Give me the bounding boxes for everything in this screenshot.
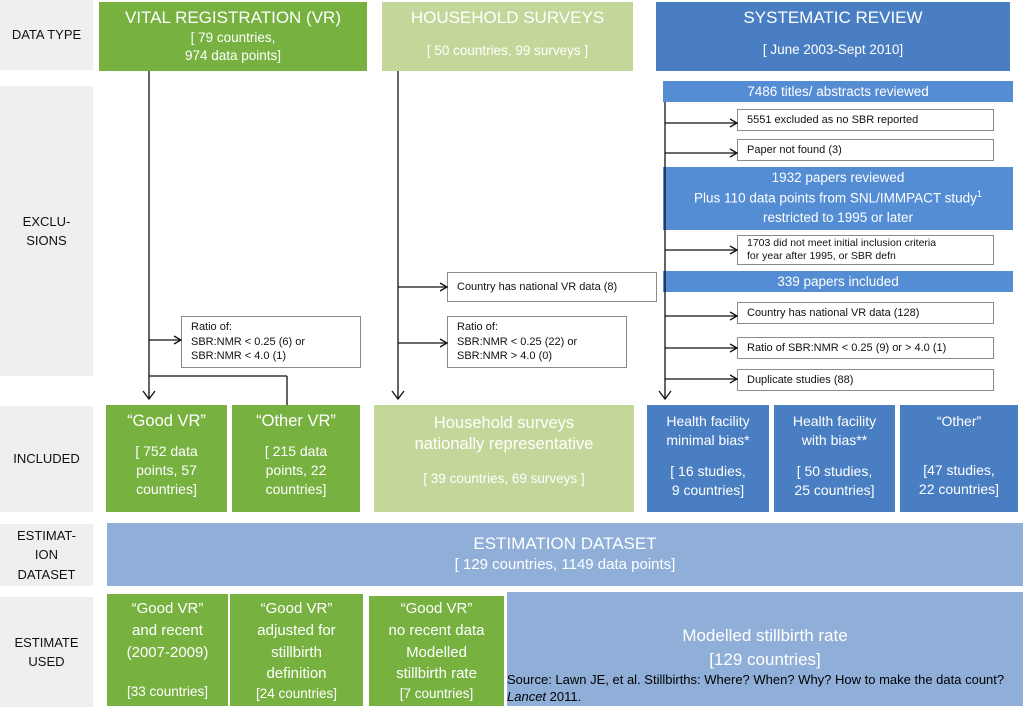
sr-duplicates: Duplicate studies (88) (737, 369, 994, 391)
included-hf-bias-detail: [ 50 studies, 25 countries] (794, 462, 875, 498)
hs-ratio: Ratio of: SBR:NMR < 0.25 (22) or SBR:NMR… (447, 316, 627, 368)
source-journal: Lancet (507, 688, 547, 704)
hs-national-vr: Country has national VR data (8) (447, 272, 657, 302)
included-other-title: “Other” (936, 413, 982, 429)
source-citation: Source: Lawn JE, et al. Stillbirths: Whe… (507, 672, 1017, 706)
sr-papers-included: 339 papers included (663, 271, 1013, 292)
sr-papers-reviewed: 1932 papers reviewed Plus 110 data point… (663, 167, 1013, 230)
header-sr-detail: [ June 2003-Sept 2010] (762, 42, 904, 58)
included-hf-minimal-bias: Health facility minimal bias* [ 16 studi… (647, 405, 769, 512)
sr-down-arrow-icon (658, 390, 672, 401)
included-other-detail: [47 studies, 22 countries] (918, 461, 1000, 497)
included-other-vr-detail: [ 215 data points, 22 countries] (264, 443, 328, 498)
estimation-dataset: ESTIMATION DATASET [ 129 countries, 1149… (107, 523, 1023, 586)
sr-national-vr-arrow-icon (729, 311, 739, 321)
estimate-good-adjusted-detail: [24 countries] (255, 686, 338, 701)
included-household-surveys: Household surveys nationally representat… (374, 405, 634, 512)
hs-down-arrow-icon (391, 390, 405, 401)
header-vr-detail: [ 79 countries, 974 data points] (184, 30, 282, 64)
sr-did-not-meet-criteria: 1703 did not meet initial inclusion crit… (737, 235, 994, 265)
vr-ratio-arrow-icon (173, 335, 183, 345)
included-hf-minimal-title: Health facility minimal bias* (666, 413, 750, 448)
sr-papers-reviewed-line3: restricted to 1995 or later (762, 210, 914, 226)
header-vr-title: VITAL REGISTRATION (VR) (125, 8, 341, 27)
row-label-estimation-dataset: ESTIMAT- ION DATASET (0, 524, 93, 586)
included-other-vr: “Other VR” [ 215 data points, 22 countri… (232, 405, 360, 512)
estimation-dataset-title: ESTIMATION DATASET (473, 534, 657, 554)
header-hs-title: HOUSEHOLD SURVEYS (410, 8, 605, 27)
estimate-good-adjusted-title: “Good VR” adjusted for stillbirth defini… (257, 600, 336, 683)
sr-excluded-arrow-icon (729, 118, 739, 128)
hs-ratio-arrow-icon (439, 338, 449, 348)
sr-not-found-arrow-icon (729, 148, 739, 158)
included-hf-minimal-detail: [ 16 studies, 9 countries] (670, 462, 746, 498)
estimate-good-recent-detail: [33 countries] (126, 684, 209, 700)
row-label-included: INCLUDED (0, 406, 93, 512)
estimate-good-vr-modelled: “Good VR” no recent data Modelled stillb… (369, 596, 504, 706)
included-other-vr-title: “Other VR” (256, 412, 336, 430)
estimate-good-vr-adjusted: “Good VR” adjusted for stillbirth defini… (230, 594, 363, 706)
hs-national-vr-arrow-icon (439, 282, 449, 292)
header-vital-registration: VITAL REGISTRATION (VR) [ 79 countries, … (99, 2, 367, 71)
estimate-modelled-stillbirth-rate: Modelled stillbirth rate [129 countries] (507, 592, 1023, 706)
header-sr-title: SYSTEMATIC REVIEW (743, 8, 923, 27)
sr-footnote-marker: 1 (976, 188, 982, 199)
row-label-estimate-used: ESTIMATE USED (0, 597, 93, 707)
included-household-detail: [ 39 countries, 69 surveys ] (423, 470, 585, 486)
sr-criteria-arrow-icon (729, 245, 739, 255)
sr-papers-reviewed-line2: Plus 110 data points from SNL/IMMPACT st… (694, 188, 982, 208)
sr-papers-reviewed-line2-text: Plus 110 data points from SNL/IMMPACT st… (694, 190, 977, 206)
sr-titles-reviewed: 7486 titles/ abstracts reviewed (663, 81, 1013, 102)
estimate-good-vr-recent: “Good VR” and recent (2007-2009) [33 cou… (107, 594, 228, 706)
sr-national-vr: Country has national VR data (128) (737, 302, 994, 324)
source-prefix: Source: Lawn JE, et al. Stillbirths: Whe… (507, 672, 1005, 687)
included-other: “Other” [47 studies, 22 countries] (900, 405, 1018, 512)
estimate-good-modelled-detail: [7 countries] (399, 686, 474, 701)
included-hf-bias-title: Health facility with bias** (792, 413, 877, 448)
sr-paper-not-found: Paper not found (3) (737, 139, 994, 161)
sr-ratio-arrow-icon (729, 343, 739, 353)
vr-down-arrow-icon (142, 390, 156, 401)
sr-papers-reviewed-line1: 1932 papers reviewed (771, 170, 905, 186)
estimate-modelled-detail: [129 countries] (709, 649, 821, 669)
estimation-dataset-detail: [ 129 countries, 1149 data points] (454, 556, 676, 574)
header-household-surveys: HOUSEHOLD SURVEYS [ 50 countries, 99 sur… (382, 2, 633, 71)
header-systematic-review: SYSTEMATIC REVIEW [ June 2003-Sept 2010] (656, 2, 1010, 71)
included-household-title: Household surveys nationally representat… (414, 414, 594, 454)
row-label-exclusions: EXCLU- SIONS (0, 86, 93, 376)
sr-excluded-no-sbr: 5551 excluded as no SBR reported (737, 109, 994, 131)
row-label-data-type: DATA TYPE (0, 0, 93, 70)
source-suffix: 2011. (546, 688, 582, 704)
estimate-good-modelled-title: “Good VR” no recent data Modelled stillb… (388, 600, 485, 683)
sr-duplicates-arrow-icon (729, 374, 739, 384)
header-hs-detail: [ 50 countries, 99 surveys ] (426, 43, 589, 59)
included-good-vr-detail: [ 752 data points, 57 countries] (135, 443, 198, 498)
estimate-good-recent-title: “Good VR” and recent (2007-2009) (126, 600, 209, 661)
vr-ratio: Ratio of: SBR:NMR < 0.25 (6) or SBR:NMR … (181, 316, 361, 368)
included-good-vr-title: “Good VR” (127, 412, 206, 430)
included-good-vr: “Good VR” [ 752 data points, 57 countrie… (106, 405, 227, 512)
estimate-modelled-title: Modelled stillbirth rate (682, 626, 848, 645)
included-hf-with-bias: Health facility with bias** [ 50 studies… (774, 405, 895, 512)
